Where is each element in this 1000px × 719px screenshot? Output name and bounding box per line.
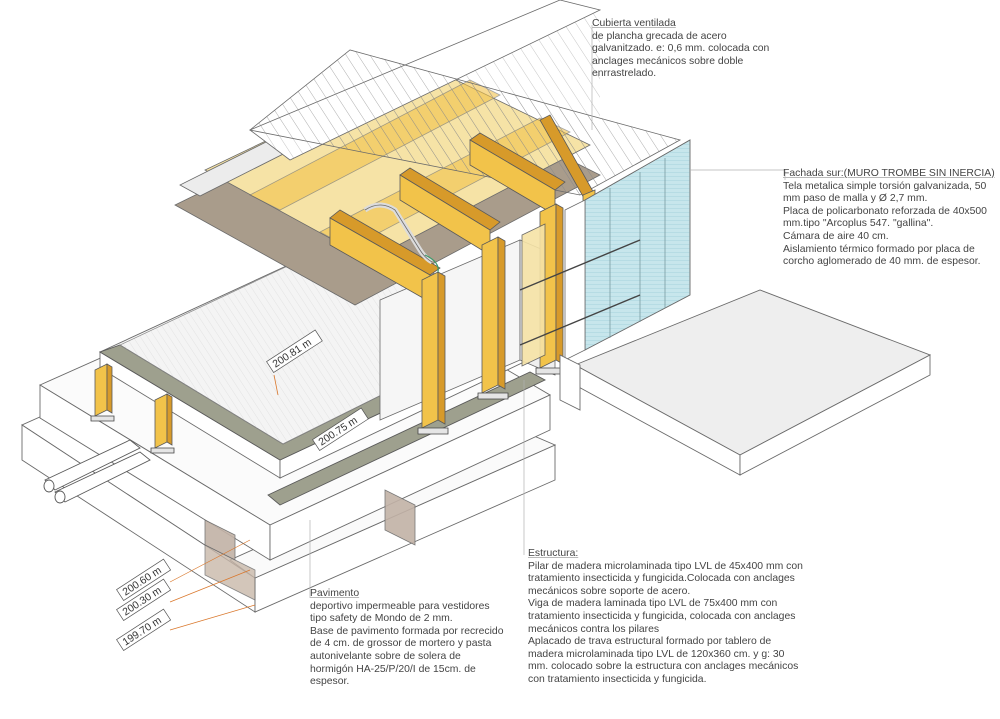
south-facade bbox=[519, 139, 691, 361]
annotation-fachada-line: Cámara de aire 40 cm. bbox=[783, 230, 889, 242]
annotation-estructura-line: con tratamiento insecticida y fungicida. bbox=[528, 673, 707, 685]
annotation-estructura-line: Viga de madera laminada tipo LVL de 75x4… bbox=[528, 598, 778, 610]
annotation-estructura-line: Pilar de madera microlaminada tipo LVL d… bbox=[528, 560, 803, 572]
drain-pipes bbox=[43, 439, 151, 504]
annotation-fachada-line: Aislamiento térmico formado por placa de bbox=[783, 243, 975, 255]
steel-supports bbox=[90, 367, 567, 454]
annotation-pavimento-line: de 4 cm. de grossor de mortero y pasta bbox=[310, 638, 492, 650]
exterior-slab bbox=[559, 289, 932, 476]
annotation-pavimento-line: autonivelante sobre de solera de bbox=[310, 650, 461, 662]
annotation-pavimento-line: deportivo impermeable para vestidores bbox=[310, 600, 490, 612]
annotation-fachada-line: mm paso de malla y Ø 2,7 mm. bbox=[783, 193, 928, 205]
annotation-estructura-line: tratamiento insecticida y fungicida.Colo… bbox=[528, 573, 795, 585]
annotation-fachada-line: mm.tipo "Arcoplus 547. "gallina". bbox=[783, 218, 934, 230]
annotation-estructura: Estructura: Pilar de madera microlaminad… bbox=[528, 548, 803, 687]
annotation-fachada-line: Placa de policarbonato reforzada de 40x5… bbox=[783, 205, 987, 217]
annotation-estructura-line: mecánicos sobre soporte de acero. bbox=[528, 585, 691, 597]
ventilation-duct bbox=[363, 202, 439, 273]
annotation-pavimento-line: espesor. bbox=[310, 676, 350, 688]
annotation-estructura-line: mecánicos contra los pilares bbox=[528, 623, 660, 635]
annotation-pavimento-line: hormigón HA-25/P/20/I de 15cm. de bbox=[310, 663, 476, 675]
annotation-estructura-line: mm. colocado sobre la estructura con anc… bbox=[528, 661, 799, 673]
annotation-fachada-line: Tela metalica simple torsión galvanizada… bbox=[783, 180, 987, 192]
level-199-70-label: 199.70 m bbox=[120, 614, 163, 648]
annotation-pavimento-title: Pavimento bbox=[310, 588, 360, 599]
annotation-cubierta-title: Cubierta ventilada bbox=[592, 18, 676, 29]
annotation-pavimento-line: tipo safety de Mondo de 2 mm. bbox=[310, 613, 453, 625]
annotation-estructura-title: Estructura: bbox=[528, 548, 579, 559]
annotation-cubierta-line: galvanitzado. e: 0,6 mm. colocada con bbox=[592, 43, 770, 55]
annotation-cubierta: Cubierta ventilada de plancha grecada de… bbox=[592, 18, 769, 81]
annotation-pavimento: Pavimento deportivo impermeable para ves… bbox=[310, 588, 504, 689]
annotation-estructura-line: tratamiento insecticida y fungicida, col… bbox=[528, 610, 796, 622]
annotation-cubierta-line: de plancha grecada de acero bbox=[592, 30, 727, 42]
leader-lines bbox=[309, 25, 786, 598]
annotation-pavimento-line: Base de pavimento formada por recrecido bbox=[310, 625, 504, 637]
annotation-fachada-title: Fachada sur:(MURO TROMBE SIN INERCIA) bbox=[783, 168, 995, 179]
annotation-estructura-line: Aplacado de trava estructural formado po… bbox=[528, 636, 772, 648]
footings bbox=[204, 489, 416, 601]
annotation-cubierta-line: anclages mecánicos sobre doble bbox=[592, 55, 744, 67]
annotation-fachada: Fachada sur:(MURO TROMBE SIN INERCIA) Te… bbox=[783, 168, 995, 269]
front-posts bbox=[94, 363, 173, 449]
annotation-cubierta-line: enrrastrelado. bbox=[592, 68, 657, 80]
annotation-fachada-line: corcho aglomerado de 40 mm. de espesor. bbox=[783, 256, 981, 268]
annotation-estructura-line: madera microlaminada tipo LVL de 120x360… bbox=[528, 648, 785, 660]
